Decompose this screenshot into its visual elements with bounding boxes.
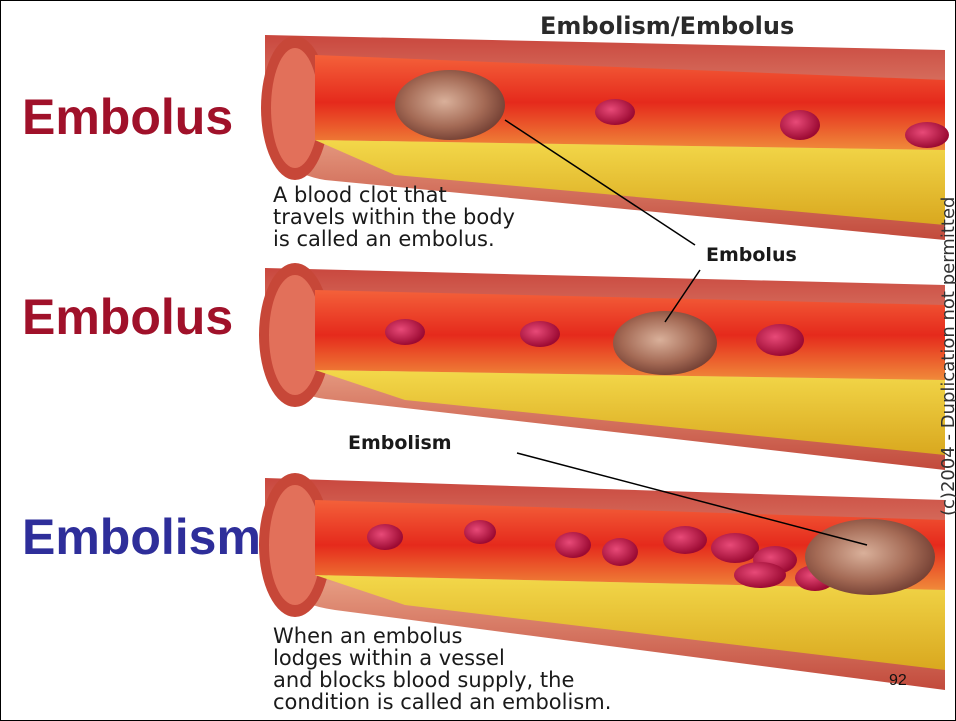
page-number: 92 [889,672,907,690]
red-blood-cell [734,562,786,588]
callout-embolism: Embolism [348,432,452,454]
red-blood-cell [780,110,820,140]
vessel-illustration [255,0,956,721]
red-blood-cell [555,532,591,558]
embolus-clot [613,311,717,375]
diagram-title: Embolism/Embolus [540,12,794,40]
red-blood-cell [756,324,804,356]
red-blood-cell [602,538,638,566]
copyright-notice: (c)2004 - Duplication not permitted [938,197,956,516]
embolus-clot [395,70,505,140]
caption-embolus-definition: A blood clot that travels within the bod… [273,184,515,250]
red-blood-cell [464,520,496,544]
red-blood-cell [663,526,707,554]
red-blood-cell [595,99,635,125]
label-embolus-middle: Embolus [22,288,233,346]
red-blood-cell [520,321,560,347]
caption-embolism-definition: When an embolus lodges within a vessel a… [273,625,611,713]
red-blood-cell [905,122,949,148]
label-embolism: Embolism [22,508,261,566]
red-blood-cell [711,533,759,563]
red-blood-cell [385,319,425,345]
red-blood-cell [367,524,403,550]
label-embolus-top: Embolus [22,88,233,146]
embolism-clot [805,519,935,595]
callout-embolus: Embolus [706,244,797,266]
